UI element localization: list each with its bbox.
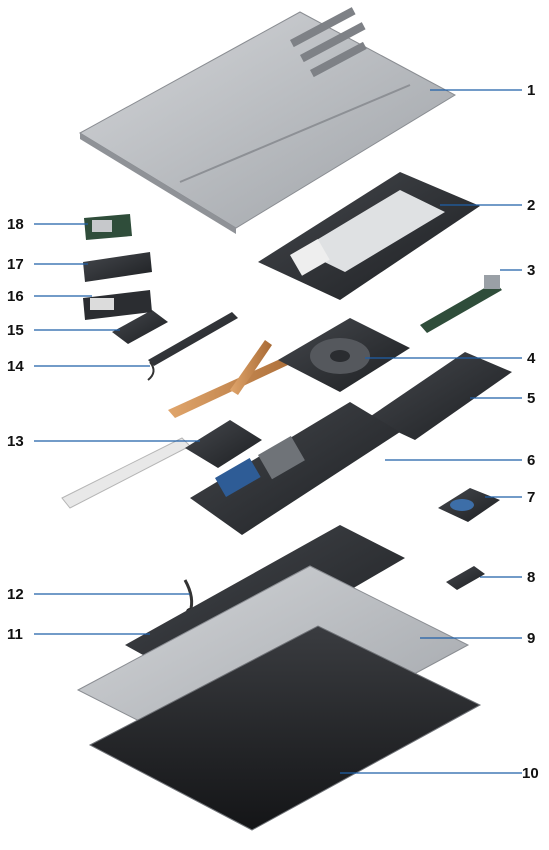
heatsink-fan bbox=[168, 318, 410, 418]
battery bbox=[258, 172, 480, 300]
ssd bbox=[83, 290, 152, 320]
speaker bbox=[438, 488, 500, 522]
flex-cable-bracket bbox=[61, 420, 262, 509]
ssd-thermal-plate bbox=[112, 310, 168, 344]
callout-12: 12 bbox=[7, 586, 24, 603]
callout-5: 5 bbox=[527, 390, 535, 407]
io-board bbox=[420, 275, 502, 333]
callout-15: 15 bbox=[7, 322, 24, 339]
callout-10: 10 bbox=[522, 765, 539, 782]
callout-labels: 1 2 3 4 5 6 7 8 9 10 11 12 13 14 15 16 1… bbox=[7, 82, 539, 782]
display-assembly bbox=[88, 625, 482, 831]
callout-3: 3 bbox=[527, 262, 535, 279]
callout-13: 13 bbox=[7, 433, 24, 450]
callout-16: 16 bbox=[7, 288, 24, 305]
callout-7: 7 bbox=[527, 489, 535, 506]
ssd-shield bbox=[83, 252, 152, 282]
callout-2: 2 bbox=[527, 197, 535, 214]
callout-9: 9 bbox=[527, 630, 535, 647]
system-shield bbox=[368, 352, 512, 440]
callout-18: 18 bbox=[7, 216, 24, 233]
callout-11: 11 bbox=[7, 626, 23, 643]
base-cover bbox=[79, 7, 457, 234]
callout-8: 8 bbox=[527, 569, 535, 586]
antenna-module bbox=[147, 312, 238, 381]
callout-1: 1 bbox=[527, 82, 535, 99]
callout-14: 14 bbox=[7, 358, 24, 375]
callout-6: 6 bbox=[527, 452, 535, 469]
wlan-card bbox=[84, 214, 132, 240]
system-board bbox=[190, 402, 400, 535]
leader-lines bbox=[34, 89, 522, 774]
power-button-board bbox=[446, 566, 485, 590]
callout-4: 4 bbox=[527, 350, 536, 367]
callout-17: 17 bbox=[7, 256, 24, 273]
